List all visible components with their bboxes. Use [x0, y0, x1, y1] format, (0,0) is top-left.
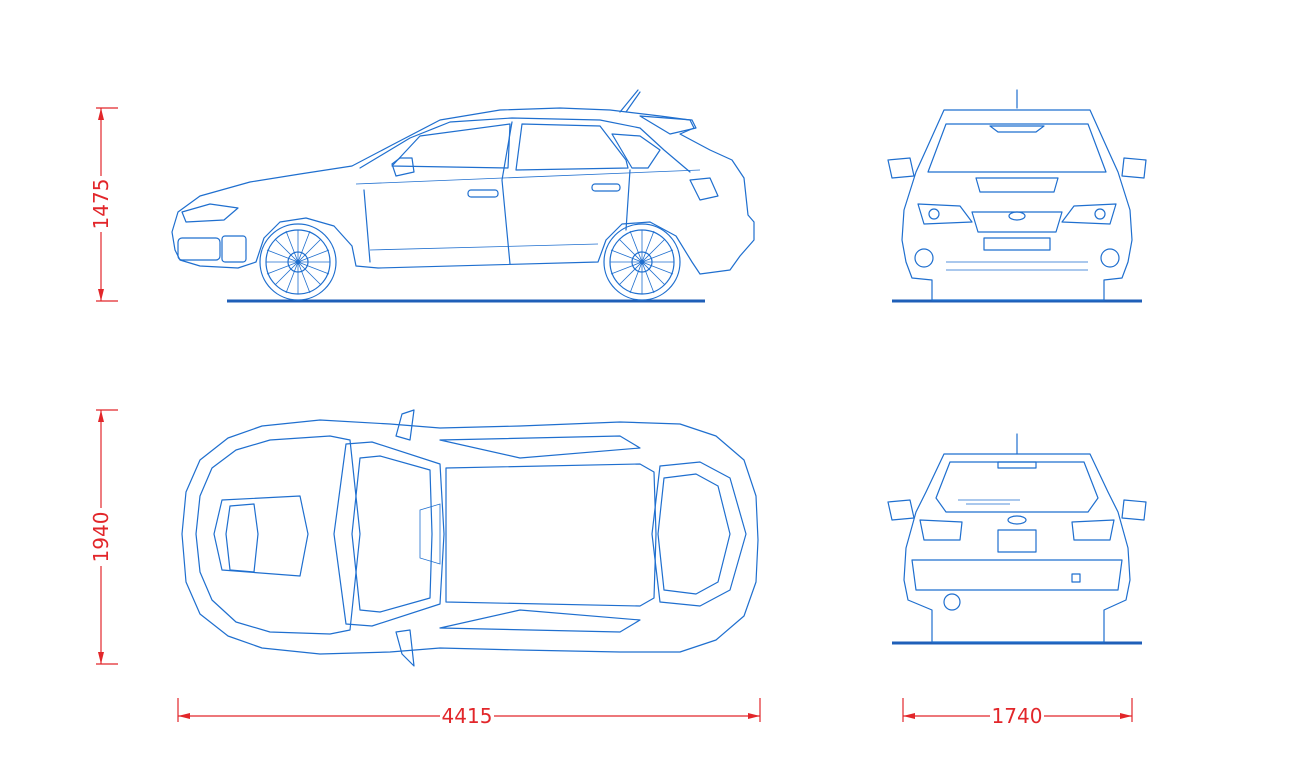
front-wheel	[259, 223, 337, 301]
dimension-length: 4415	[177, 698, 761, 728]
dimension-height: 1475	[89, 107, 118, 302]
front-view	[887, 89, 1147, 303]
top-view	[181, 409, 759, 667]
height-dimension-label: 1475	[89, 179, 113, 230]
rear-view	[887, 433, 1147, 645]
rear-wheel	[603, 223, 681, 301]
width-dimension-label: 1940	[89, 512, 113, 563]
dimension-track: 1740	[902, 698, 1133, 728]
track-dimension-label: 1740	[992, 704, 1043, 728]
length-dimension-label: 4415	[442, 704, 493, 728]
dimension-width: 1940	[89, 409, 118, 665]
side-view	[171, 89, 755, 303]
